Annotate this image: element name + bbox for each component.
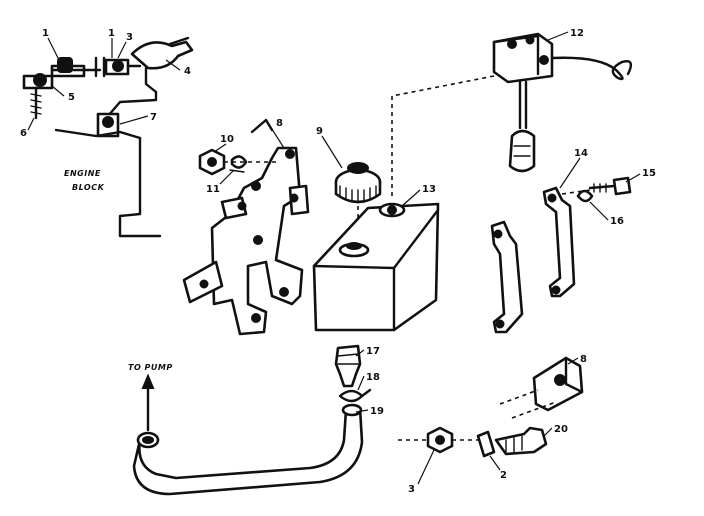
callout-12: 12 [570,28,584,39]
callout-18: 18 [366,372,380,383]
callout-5: 5 [68,92,75,103]
callout-7: 7 [150,112,157,123]
part-cap-9 [334,162,382,204]
callout-6: 6 [20,128,27,139]
part-clamp-18 [338,388,372,403]
callout-20: 20 [554,424,568,435]
callout-1: 1 [42,28,49,39]
part-tank-13 [312,202,440,332]
leader-lines [27,31,641,485]
part-hose-19 [132,403,364,496]
part-washer-11 [229,155,248,173]
callout-1b: 1 [108,28,115,39]
pump-arrow-head [141,373,155,389]
part-fitting-7 [96,90,158,138]
part-nut-10 [198,148,226,176]
engine-label-line1: ENGINE [64,169,101,178]
callout-16: 16 [610,216,624,227]
part-washer-2-lower [476,430,496,458]
engine-label-line2: BLOCK [72,183,105,192]
callout-8: 8 [276,118,283,129]
callout-15: 15 [642,168,656,179]
part-strap-14b [490,220,524,334]
callout-4: 4 [184,66,191,77]
callout-11: 11 [206,184,220,195]
assembly-line-bracket [499,389,557,419]
callout-3: 3 [126,32,133,43]
part-nut-3-lower [426,426,454,454]
callout-17: 17 [366,346,380,357]
part-bracket-8-lower [532,356,584,412]
part-bolt-6 [22,73,54,120]
callout-8-lower: 8 [580,354,587,365]
part-bracket-3 [94,56,142,78]
part-bracket-8 [182,118,310,336]
callout-14: 14 [574,148,588,159]
callout-9: 9 [316,126,323,137]
part-strap-14a [542,186,576,298]
callout-19: 19 [370,406,384,417]
callout-2-lower: 2 [500,470,507,481]
part-screw-15 [588,176,632,196]
assembly-line-sender [391,75,495,196]
part-elbow-20 [494,426,548,456]
callout-10: 10 [220,134,234,145]
part-fitting-17 [334,344,362,388]
to-pump-label: TO PUMP [128,363,173,372]
callout-13: 13 [422,184,436,195]
engine-block: ENGINE BLOCK [54,128,162,238]
part-clip-1 [50,57,102,78]
callout-3-lower: 3 [408,484,415,495]
part-washer-16 [576,189,594,203]
part-valve-4 [130,36,194,94]
part-sender-12 [492,32,633,173]
